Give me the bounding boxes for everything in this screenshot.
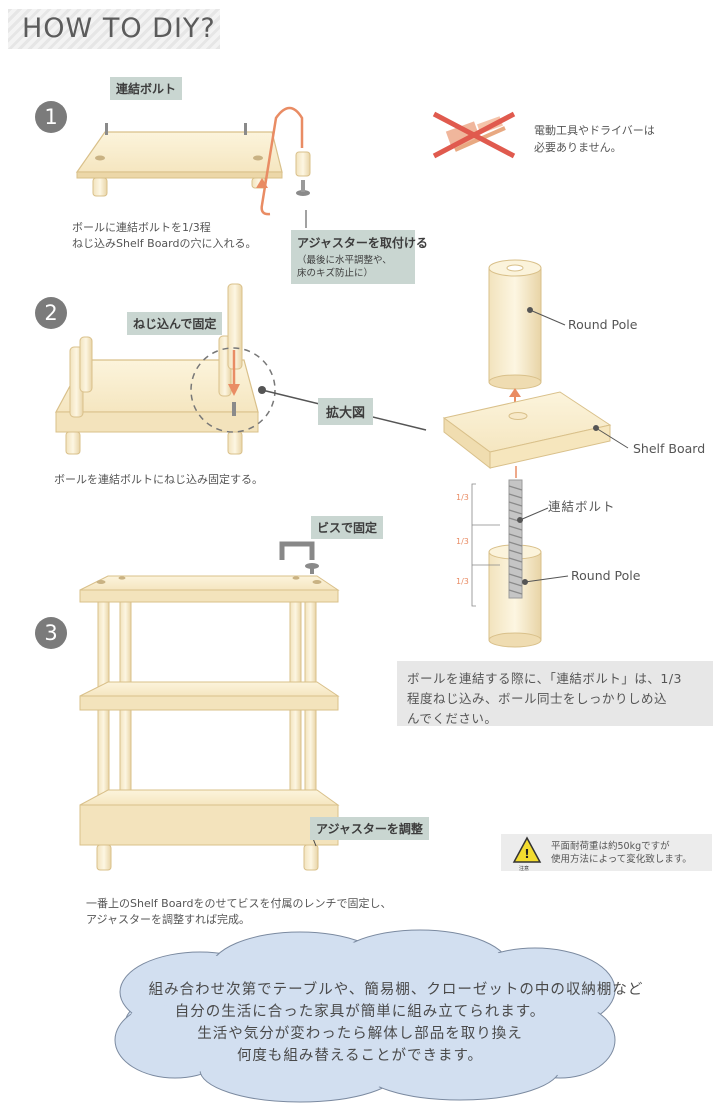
step2-tag: ねじ込んで固定: [127, 312, 223, 335]
label-round-pole-top: Round Pole: [568, 317, 638, 332]
warning-icon-label: 注意: [519, 866, 530, 872]
step1-caption: ボールに連結ボルトを1/3程 ねじ込みShelf Boardの穴に入れる。: [72, 220, 256, 252]
adjuster-note-line: （最後に水平調整や、: [297, 255, 392, 266]
step3-adjuster-tag: アジャスターを調整: [310, 817, 429, 840]
step1-caption-line: ボールに連結ボルトを1/3程: [72, 221, 211, 234]
step2-caption: ボールを連結ボルトにねじ込み固定する。: [54, 473, 263, 486]
no-tools-icon: [432, 111, 516, 159]
step3-caption-line: 一番上のShelf Boardをのせてビスを付属のレンチで固定し、: [86, 897, 392, 910]
step1-bolt-tag: 連結ボルト: [110, 77, 183, 100]
bolt-note-line: んでください。: [407, 711, 498, 726]
adjuster-note-line: 床のキズ防止に）: [297, 268, 374, 279]
no-tools-line: 必要ありません。: [534, 141, 622, 154]
fraction-label: 1/3: [456, 537, 469, 546]
fraction-label: 1/3: [456, 577, 469, 586]
adjuster-tag: アジャスターを取付ける: [297, 236, 428, 250]
step-number-3: 3: [35, 617, 67, 649]
step2-drawing: [54, 283, 427, 455]
no-tools-line: 電動工具やドライバーは: [534, 124, 655, 137]
bolt-note-line: ボールを連結する際に、「連結ボルト」は、1/3: [407, 671, 682, 686]
page-title: HOW TO DIY?: [8, 9, 220, 49]
zoom-drawing: [442, 259, 629, 648]
step-number-2: 2: [35, 297, 67, 329]
adjuster-callout: アジャスターを取付ける （最後に水平調整や、 床のキズ防止に）: [291, 230, 428, 284]
cloud-line: 生活や気分が変わったら解体し部品を取り換え: [197, 1026, 523, 1042]
cloud-line: 組み合わせ次第でテーブルや、簡易棚、クローゼットの中の収納棚など: [148, 982, 644, 998]
step1-board-drawing: [75, 106, 311, 228]
step3-caption: 一番上のShelf Boardをのせてビスを付属のレンチで固定し、 アジャスター…: [86, 896, 391, 928]
step3-caption-line: アジャスターを調整すれば完成。: [86, 913, 251, 926]
fraction-label: 1/3: [456, 493, 469, 502]
warning-line: 使用方法によって変化致します。: [551, 854, 692, 865]
zoom-tag: 拡大図: [318, 398, 374, 425]
label-shelf-board: Shelf Board: [633, 441, 706, 456]
cloud-fill-cover: [118, 933, 612, 1099]
cloud-line: 何度も組み替えることができます。: [236, 1048, 484, 1064]
warning-line: 平面耐荷重は約50kgですが: [551, 841, 670, 852]
step1-caption-line: ねじ込みShelf Boardの穴に入れる。: [72, 237, 257, 250]
cloud-line: 自分の生活に合った家具が簡単に組み立てられます。: [174, 1004, 546, 1020]
label-round-pole-bottom: Round Pole: [571, 568, 641, 583]
step3-screw-tag: ビスで固定: [311, 516, 384, 539]
bolt-note: ボールを連結する際に、「連結ボルト」は、1/3 程度ねじ込み、ボール同士をしっか…: [397, 661, 713, 726]
load-warning: 平面耐荷重は約50kgですが 使用方法によって変化致します。: [501, 834, 712, 871]
cloud-message: 組み合わせ次第でテーブルや、簡易棚、クローゼットの中の収納棚など 自分の生活に合…: [0, 979, 720, 1067]
step-number-1: 1: [35, 101, 67, 133]
bolt-note-line: 程度ねじ込み、ボール同士をしっかりしめ込: [407, 691, 668, 706]
no-tools-note: 電動工具やドライバーは 必要ありません。: [534, 122, 655, 156]
label-bolt: 連結ボルト: [548, 499, 616, 514]
step3-shelf-drawing: [79, 541, 340, 871]
